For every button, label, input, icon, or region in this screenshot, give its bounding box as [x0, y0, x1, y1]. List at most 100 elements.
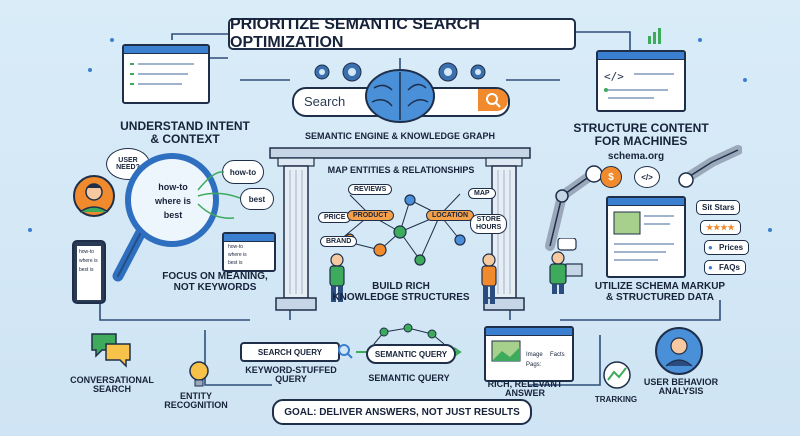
- chat-bubbles-icon: [91, 333, 131, 368]
- cloud-best: best: [240, 188, 274, 210]
- browser-window-left: [122, 44, 210, 104]
- tag-stars: Sit Stars: [696, 200, 741, 215]
- focus-line-2: NOT KEYWORDS: [173, 281, 257, 293]
- utilize-line-2: & STRUCTURED DATA: [606, 291, 714, 303]
- search-placeholder: Search: [304, 94, 346, 109]
- rich-line-2: ANSWER: [505, 388, 545, 399]
- monitor-line: best is: [228, 260, 243, 266]
- card-pages: Pags:: [526, 362, 542, 368]
- semantic-query-pill: SEMANTIC QUERY: [366, 344, 456, 364]
- behavior-label: USER BEHAVIOR ANALYSIS: [636, 377, 726, 397]
- lightbulb-icon: [189, 361, 209, 387]
- semantic-query-label: SEMANTIC QUERY: [374, 349, 448, 359]
- browser-window-right: </>: [596, 50, 686, 112]
- node-brand: BRAND: [320, 236, 358, 247]
- semantic-network-icon: [356, 323, 462, 357]
- brain-icon: [365, 69, 435, 123]
- monitor-line: how-to: [228, 244, 244, 250]
- robot-arm-right-icon: [678, 145, 742, 188]
- semantic-query-caption: SEMANTIC QUERY: [368, 373, 450, 383]
- user-avatar-icon: [655, 327, 703, 375]
- lens-line: best: [163, 210, 183, 220]
- keyword-label: KEYWORD-STUFFED QUERY: [236, 365, 346, 385]
- lens-line: how-to: [158, 182, 188, 192]
- svg-text:</>: </>: [604, 70, 624, 83]
- build-label: BUILD RICH KNOWLEDGE STRUCTURES: [326, 281, 476, 303]
- search-button[interactable]: [478, 89, 508, 111]
- conversational-line-2: SEARCH: [92, 384, 131, 395]
- page-layout-icon: [613, 211, 674, 261]
- card-image: Image: [526, 352, 543, 358]
- robot-arm-left-icon: [545, 165, 603, 251]
- user-need-line-1: USER: [118, 157, 138, 164]
- behavior-line-2: ANALYSIS: [658, 386, 704, 397]
- focus-line-1: FOCUS ON MEANING,: [162, 271, 268, 282]
- code-tag-icon: </>: [634, 166, 660, 188]
- entity-line-1: ENTITY: [179, 391, 212, 401]
- behavior-line-1: USER BEHAVIOR: [643, 377, 719, 387]
- tag-prices: ●Prices: [704, 240, 750, 255]
- card-facts: Facts: [550, 352, 565, 358]
- answer-card-graphic: [491, 340, 521, 362]
- magnifier-icon: [112, 153, 219, 282]
- keyword-line-2: QUERY: [275, 374, 307, 385]
- node-location: LOCATION: [426, 210, 475, 221]
- tag-faqs: ● FAQs: [704, 260, 746, 275]
- tag-faqs-label: FAQs: [719, 263, 740, 272]
- person-left-icon: [329, 253, 345, 302]
- phone-line: how-to: [79, 249, 95, 255]
- tracking-icon: [603, 361, 631, 389]
- keyword-line-1: KEYWORD-STUFFED: [245, 365, 337, 375]
- search-query-label: SEARCH QUERY: [257, 347, 323, 357]
- lens-line: where is: [154, 196, 192, 206]
- structured-page-window: [606, 196, 686, 278]
- tag-prices-label: Prices: [719, 243, 744, 252]
- phone-icon: how-to where is best is: [72, 240, 106, 304]
- engine-label: SEMANTIC ENGINE & KNOWLEDGE GRAPH: [304, 131, 495, 141]
- conversational-label: CONVERSATIONAL SEARCH: [62, 375, 162, 395]
- circle-icon: ●: [708, 263, 713, 272]
- list-icon: [130, 63, 194, 85]
- entity-line-2: RECOGNITION: [164, 400, 228, 411]
- entity-label: ENTITY RECOGNITION: [156, 391, 236, 411]
- utilize-label: UTILIZE SCHEMA MARKUP & STRUCTURED DATA: [580, 281, 740, 303]
- rich-answer-card: Image Facts Pags:: [484, 326, 574, 382]
- left-heading: UNDERSTAND INTENT & CONTEXT: [110, 120, 260, 145]
- store-hours-line-2: HOURS: [476, 224, 502, 231]
- phone-line: best is: [79, 267, 94, 273]
- person-laptop-icon: [549, 238, 583, 294]
- goal-banner: GOAL: DELIVER ANSWERS, NOT JUST RESULTS: [272, 399, 532, 425]
- store-hours-line-1: STORE: [476, 216, 501, 223]
- focus-label: FOCUS ON MEANING, NOT KEYWORDS: [140, 271, 290, 293]
- conversational-line-1: CONVERSATIONAL: [70, 375, 154, 385]
- dollar-icon: $: [600, 166, 622, 188]
- left-heading-line-1: UNDERSTAND INTENT: [120, 119, 250, 133]
- phone-line: where is: [79, 258, 98, 264]
- user-need-line-2: NEED?: [116, 164, 140, 171]
- person-thinking-icon: [73, 175, 115, 217]
- monitor-line: where is: [228, 252, 247, 258]
- rich-line-1: RICH, RELEVANT: [487, 379, 563, 389]
- utilize-line-1: UTILIZE SCHEMA MARKUP: [594, 281, 726, 292]
- rich-answer-label: RICH, RELEVANT ANSWER: [470, 379, 580, 399]
- tag-rating: ★★★★: [700, 220, 741, 235]
- page-title: PRIORITIZE SEMANTIC SEARCH OPTIMIZATION: [228, 16, 576, 51]
- node-product: PRODUCT: [347, 210, 394, 221]
- search-query-box: SEARCH QUERY: [240, 342, 340, 362]
- person-right-icon: [481, 253, 497, 304]
- map-entities-label: MAP ENTITIES & RELATIONSHIPS: [327, 165, 475, 175]
- node-map: MAP: [468, 188, 496, 199]
- search-icon: [338, 344, 353, 359]
- tracking-label: TRARKING: [594, 395, 638, 404]
- right-heading-line-2: FOR MACHINES: [594, 133, 688, 148]
- search-icon: [486, 93, 501, 108]
- schema-label: schema.org: [607, 151, 665, 162]
- right-heading-line-1: STRUCTURE CONTENT: [573, 121, 709, 135]
- branch-lines: [197, 171, 241, 219]
- left-heading-line-2: & CONTEXT: [150, 131, 220, 146]
- code-icon: </>: [604, 70, 674, 99]
- monitor-icon: how-to where is best is: [222, 232, 276, 272]
- lens-text: how-to where is best: [148, 180, 198, 222]
